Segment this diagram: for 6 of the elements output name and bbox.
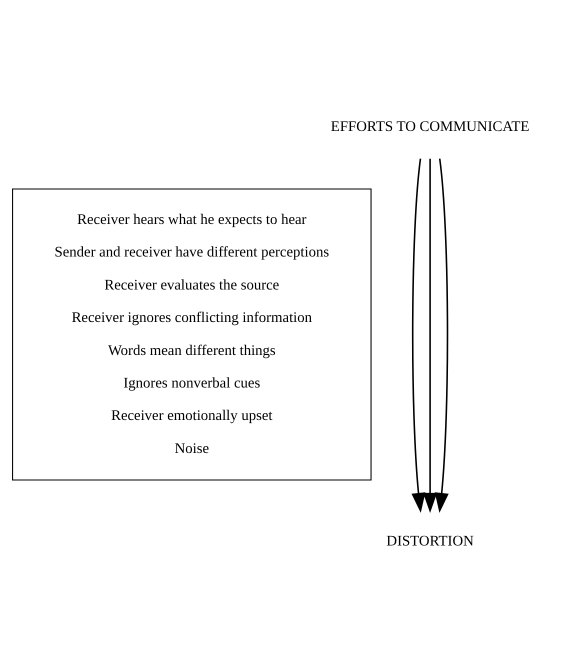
node-text: DISTORTION <box>386 534 474 550</box>
arrow <box>412 158 426 513</box>
node-text: EFFORTS TO COMMUNICATE <box>330 119 530 136</box>
node-box: Receiver hears what he expects to hear Sender and receiver have different perceptions Receiver evaluates the source Receiver ignores conflicting information Words mean different things Ignores nonverbal cues Receiver emotionally upset Noise <box>12 188 372 481</box>
arrow <box>434 158 449 513</box>
arrow <box>423 158 438 513</box>
